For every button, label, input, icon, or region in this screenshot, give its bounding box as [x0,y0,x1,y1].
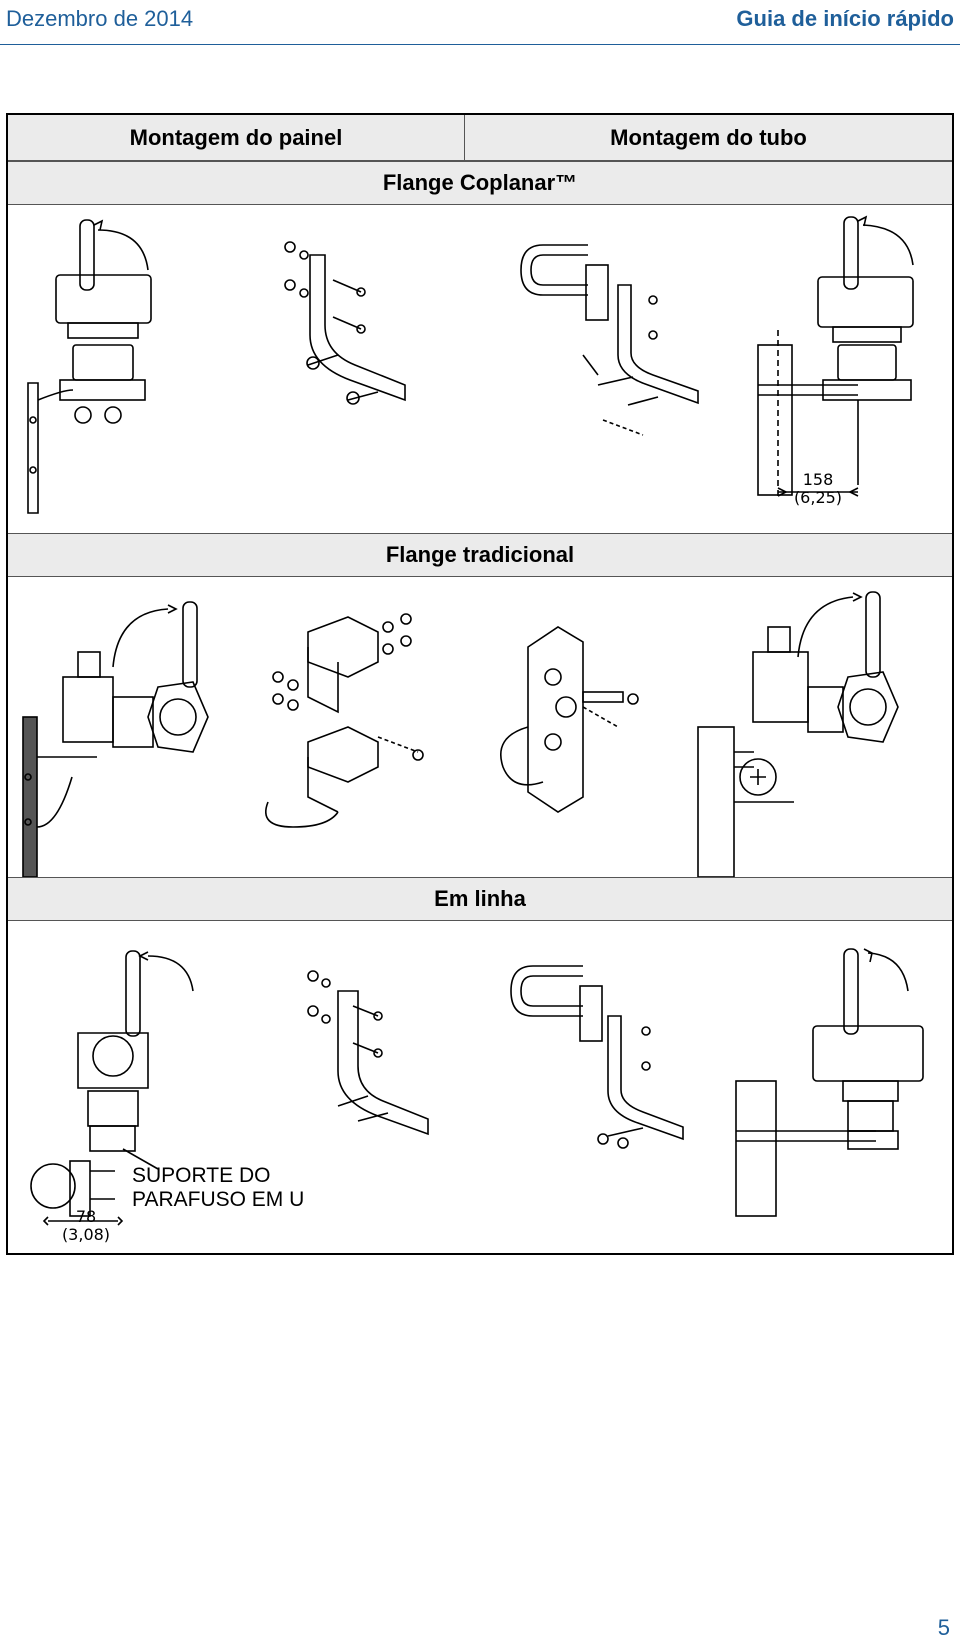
dimension-mm: 78 [75,1207,97,1226]
figure-row-traditional [8,577,952,877]
section-title-traditional: Flange tradicional [8,533,952,577]
header-guide-title: Guia de início rápido [736,6,954,31]
dimension-label-78: 78 (3,08) [56,1208,116,1244]
dimension-in: (6,25) [793,488,843,507]
page-number: 5 [937,1615,950,1640]
callout-line-1: SUPORTE DO [132,1164,271,1187]
header-rule [0,44,960,45]
u-bolt-bracket-icon [510,965,684,1149]
col-header-pipe: Montagem do tubo [465,115,952,161]
u-bolt-bracket-icon [500,626,639,813]
u-bolt-bracket-callout: SUPORTE DO PARAFUSO EM U [132,1164,304,1212]
transmitter-pipe-icon [735,948,924,1217]
transmitter-pipe-icon [697,591,899,877]
figure-row-inline: 78 (3,08) SUPORTE DO PARAFUSO EM U [8,921,952,1251]
dimension-label-158: 158 (6,25) [778,471,858,507]
section-title-coplanar: Flange Coplanar™ [8,161,952,205]
dimension-mm: 158 [802,470,834,489]
flat-bracket-bolts-icon [265,613,424,828]
transmitter-panel-icon [27,219,152,514]
u-bolt-bracket-icon [520,244,699,436]
dimension-in: (3,08) [61,1225,111,1244]
flat-bracket-bolts-icon [284,241,406,405]
header-date: Dezembro de 2014 [6,6,194,31]
transmitter-pipe-icon [757,215,914,500]
flat-bracket-bolts-icon [307,970,429,1136]
transmitter-panel-icon [22,601,209,877]
col-header-panel: Montagem do painel [8,115,464,161]
mounting-table: Montagem do painel Montagem do tubo Flan… [6,113,954,1255]
transmitter-panel-icon [30,950,194,1226]
figure-row-coplanar: 158 (6,25) [8,205,952,525]
col-separator [464,115,465,161]
callout-line-2: PARAFUSO EM U [132,1188,305,1211]
section-title-inline: Em linha [8,877,952,921]
